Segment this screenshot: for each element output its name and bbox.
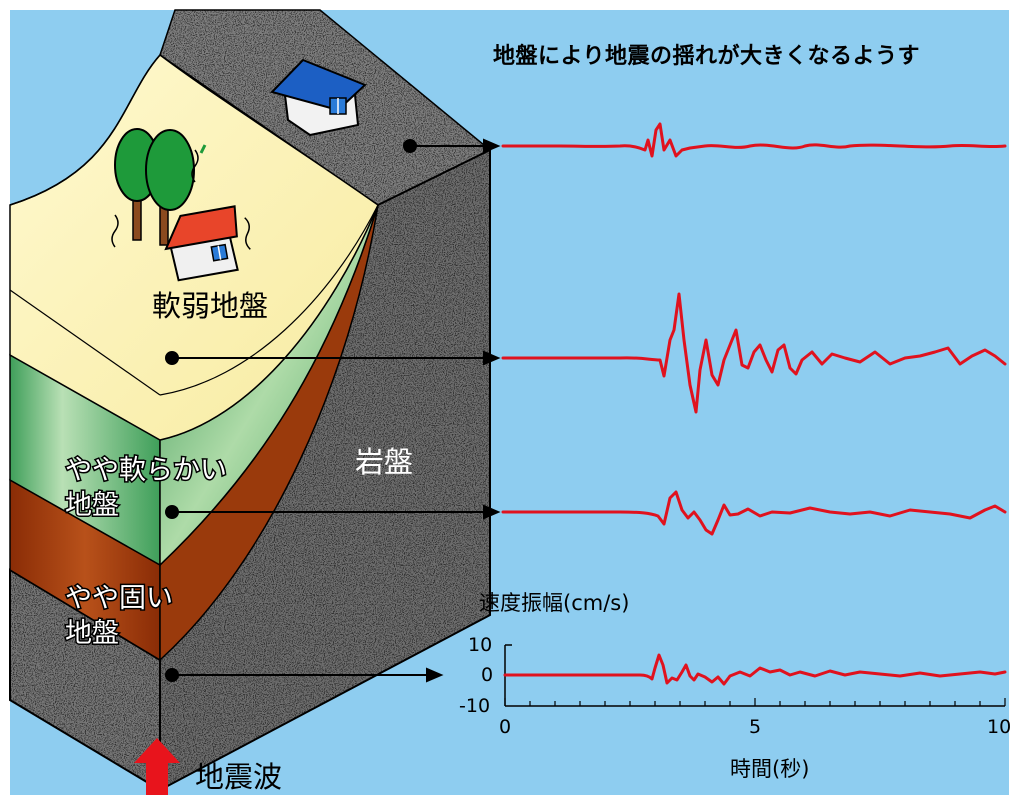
x-tick-label: 5 xyxy=(749,716,762,738)
seismic-wave-label: 地震波 xyxy=(195,760,283,794)
medium-soft-ground-label-line2: 地盤 xyxy=(64,490,121,521)
soft-ground-label: 軟弱地盤 xyxy=(152,289,269,323)
connector-arrows xyxy=(165,138,501,683)
trace-bedrock-base xyxy=(503,653,1007,686)
bedrock-label: 岩盤 xyxy=(355,445,414,479)
x-tick-label: 0 xyxy=(499,716,512,738)
amplitude-chart xyxy=(503,644,1007,707)
x-tick-label: 10 xyxy=(987,716,1012,738)
diagram-title: 地盤により地震の揺れが大きくなるようす xyxy=(493,44,921,69)
waveform-traces xyxy=(501,122,1007,536)
house-on-bedrock-illustration xyxy=(270,58,367,137)
x-axis-label: 時間(秒) xyxy=(730,757,810,781)
y-tick-label: 0 xyxy=(481,664,494,686)
y-axis-label: 速度振幅(cm/s) xyxy=(479,591,630,615)
medium-soft-ground-label-line1: やや軟らかい xyxy=(64,455,229,486)
y-tick-label: -10 xyxy=(459,695,491,717)
medium-hard-ground-label-line2: 地盤 xyxy=(64,618,121,649)
y-tick-label: 10 xyxy=(468,634,493,656)
trees-illustration xyxy=(111,128,207,248)
trace-soft-ground xyxy=(501,292,1007,414)
medium-hard-ground-label-line1: やや固い xyxy=(64,583,175,614)
trace-medium-ground xyxy=(501,490,1007,536)
trace-bedrock-surface xyxy=(501,122,1007,158)
shaking-house-illustration xyxy=(164,205,251,282)
seismic-wave-arrow xyxy=(134,738,180,795)
